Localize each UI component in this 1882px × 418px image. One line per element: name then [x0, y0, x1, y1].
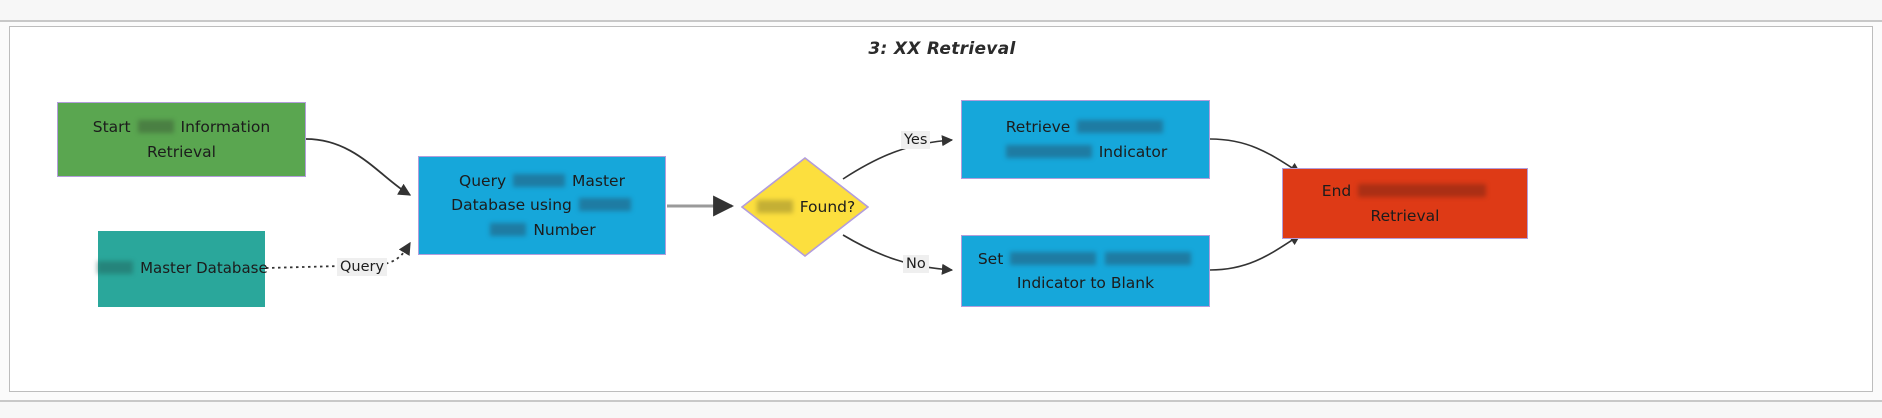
edge-set-blank-to-end: [1209, 234, 1301, 271]
redacted-text-block: [578, 198, 631, 212]
start-node-line-2: Retrieval: [147, 142, 216, 161]
redacted-text-block: [137, 120, 174, 134]
query-node-text-2: Master: [572, 172, 625, 191]
diagram-canvas: 3: XX Retrieval: [9, 26, 1873, 392]
redacted-text-block: [756, 199, 793, 213]
redacted-text-block: [1010, 251, 1097, 265]
decision-node-line-1: Found?: [755, 195, 856, 219]
query-node-line-1: Query Master: [459, 169, 625, 193]
edge-label-yes: Yes: [901, 131, 931, 149]
redacted-text-block: [513, 174, 566, 188]
query-node-line-2: Database using: [451, 193, 633, 217]
top-chrome-strip: [0, 0, 1882, 22]
redacted-text-block: [1105, 251, 1192, 265]
decision-node-text: Found?: [799, 197, 856, 216]
set-node-line-2: Indicator to Blank: [1016, 274, 1155, 292]
start-node-text-1: Start: [92, 118, 131, 137]
master-database-node[interactable]: Master Database: [95, 231, 268, 307]
bottom-chrome-strip: [0, 400, 1882, 418]
edge-start-to-query: [305, 138, 412, 196]
redacted-text-block: [1077, 120, 1164, 134]
redacted-text-block: [490, 222, 527, 236]
diagram-title: 3: XX Retrieval: [868, 39, 1016, 59]
retrieve-indicator-node[interactable]: Retrieve Indicator: [961, 100, 1210, 179]
set-node-line-1: Set: [978, 247, 1193, 271]
redacted-text-block: [97, 261, 134, 275]
end-node[interactable]: End Retrieval: [1282, 168, 1528, 239]
retrieve-node-text-2: Indicator: [1098, 142, 1168, 161]
end-node-text-1: End: [1321, 182, 1352, 201]
retrieve-node-line-2: Indicator: [1004, 140, 1167, 164]
query-node-text-3: Database using: [451, 196, 572, 215]
database-node-line-1: Master Database: [95, 257, 268, 280]
end-node-line-1: End: [1322, 179, 1488, 203]
database-node-text: Master Database: [140, 259, 268, 278]
retrieve-node-text-1: Retrieve: [1005, 118, 1071, 137]
set-node-text-1: Set: [977, 249, 1004, 268]
start-node[interactable]: Start Information Retrieval: [57, 102, 306, 177]
query-master-database-node[interactable]: Query Master Database using Number: [418, 156, 666, 255]
found-decision-node[interactable]: Found?: [741, 157, 869, 257]
retrieve-node-line-1: Retrieve: [1006, 115, 1166, 139]
edge-layer: [265, 135, 1301, 275]
start-node-line-1: Start Information: [93, 115, 270, 139]
edge-label-no: No: [903, 255, 929, 273]
query-node-text-4: Number: [533, 220, 596, 239]
query-node-text-1: Query: [459, 172, 507, 191]
edge-label-query: Query: [337, 258, 388, 276]
query-node-line-3: Number: [488, 218, 596, 242]
decision-diamond-shape: [741, 157, 869, 257]
start-node-text-2: Information: [180, 118, 271, 137]
set-indicator-blank-node[interactable]: Set Indicator to Blank: [961, 235, 1210, 307]
redacted-text-block: [1005, 144, 1092, 158]
end-node-line-2: Retrieval: [1370, 206, 1440, 225]
redacted-text-block: [1358, 184, 1487, 198]
